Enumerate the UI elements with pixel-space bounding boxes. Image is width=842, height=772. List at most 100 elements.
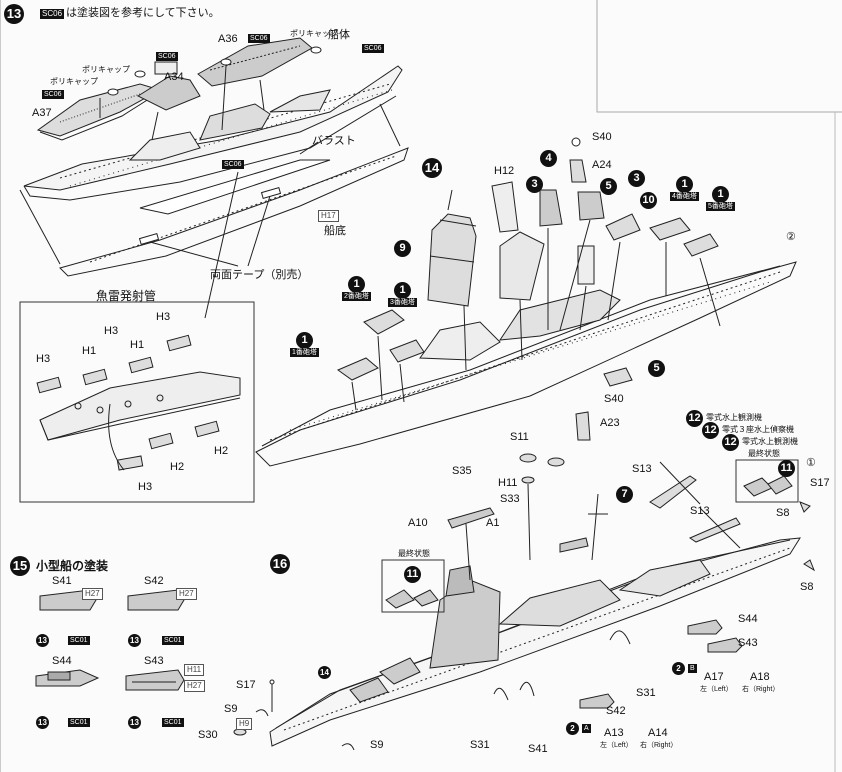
turret-5-tag: 5番砲塔 <box>706 202 735 211</box>
label-a34: A34 <box>164 71 184 83</box>
label-a17: A17 <box>704 671 724 683</box>
label-s8-bottom: S8 <box>800 581 814 593</box>
label-a36: A36 <box>218 33 238 45</box>
step-15-number: 15 <box>10 556 30 576</box>
label-s40-top: S40 <box>592 131 612 143</box>
boat-s41-part: H27 <box>82 588 103 600</box>
sub-1-t2: 1 <box>348 276 365 293</box>
label-s43: S43 <box>738 637 758 649</box>
sc06-tag-a37: SC06 <box>42 90 64 99</box>
sc06-tag-a36: SC06 <box>248 34 270 43</box>
torpedo-panel-frame <box>19 301 255 503</box>
plane-2-name: 零式３座水上偵察機 <box>722 425 794 434</box>
label-s9-left: S9 <box>224 703 238 715</box>
label-h3-left: H3 <box>36 353 51 365</box>
h17-color-box: H17 <box>318 210 339 222</box>
label-s40-bottom: S40 <box>604 393 624 405</box>
label-hull: 船体 <box>328 29 350 41</box>
turret-2-tag: 2番砲塔 <box>342 292 371 301</box>
label-tape: 両面テープ（別売） <box>210 269 309 281</box>
plane-1-name: 零式水上観測機 <box>706 413 762 422</box>
boat-s43-part2: H27 <box>184 680 205 692</box>
final-state-label-left: 最終状態 <box>398 549 430 558</box>
sub-1-t1: 1 <box>296 332 313 349</box>
sc06-tag-a34: SC06 <box>156 52 178 61</box>
label-h12: H12 <box>494 165 515 177</box>
sc06-tag-ballast: SC06 <box>222 160 244 169</box>
mark-a: A <box>582 724 591 733</box>
label-left-a13: 左（Left） <box>600 742 633 749</box>
sub-10: 10 <box>640 192 657 209</box>
sub-12-b: 12 <box>702 422 719 439</box>
label-s42: S42 <box>606 705 626 717</box>
label-h3-top: H3 <box>156 311 171 323</box>
boat-s41-name: S41 <box>52 575 72 587</box>
boat-s42-part: H27 <box>176 588 197 600</box>
turret-4-tag: 4番砲塔 <box>670 192 699 201</box>
step14-drawing <box>255 137 797 467</box>
label-right-a18: 右（Right） <box>742 686 780 693</box>
step13-drawing <box>19 37 409 319</box>
sub-12-c: 12 <box>722 434 739 451</box>
boat-s43-mark: 13 <box>128 716 141 729</box>
label-h3-bottom: H3 <box>138 481 153 493</box>
label-s30: S30 <box>198 729 218 741</box>
torpedo-title: 魚雷発射管 <box>96 289 157 303</box>
label-s13-b: S13 <box>690 505 710 517</box>
boat-s43-part: H11 <box>184 664 205 676</box>
label-s8-top: S8 <box>776 507 790 519</box>
boat-s43-name: S43 <box>144 655 164 667</box>
turret-3-tag: 3番砲塔 <box>388 298 417 307</box>
step15-drawing <box>35 589 185 691</box>
sub-4: 4 <box>540 150 557 167</box>
sc06-tag-hull: SC06 <box>362 44 384 53</box>
sub-3-b: 3 <box>628 170 645 187</box>
turret-1-tag: 1番砲塔 <box>290 348 319 357</box>
label-s13-a: S13 <box>632 463 652 475</box>
sub-9: 9 <box>394 240 411 257</box>
sub-1-t3: 1 <box>394 282 411 299</box>
label-s9-bottom: S9 <box>370 739 384 751</box>
step15-title: 小型船の塗装 <box>36 559 109 573</box>
label-s11: S11 <box>510 431 529 443</box>
sub-2-a: 2 <box>566 722 579 735</box>
sub-14: 14 <box>318 666 331 679</box>
sub-5-bottom: 5 <box>648 360 665 377</box>
label-h11: H11 <box>498 477 518 489</box>
sub-7: 7 <box>616 486 633 503</box>
boat-s42-name: S42 <box>144 575 164 587</box>
step-13-number: 13 <box>4 4 24 24</box>
label-a1: A1 <box>486 517 500 529</box>
label-polycap-2: ポリキャップ <box>82 65 130 74</box>
h9-color-box: H9 <box>236 718 253 730</box>
label-ballast: バラスト <box>312 135 356 147</box>
label-s17-right: S17 <box>810 477 830 489</box>
torpedo-drawing <box>36 334 241 471</box>
label-h2-right: H2 <box>214 445 229 457</box>
boat-s41-mark: 13 <box>36 634 49 647</box>
label-h3-mid: H3 <box>104 325 119 337</box>
plane-3-name: 零式水上観測機 <box>742 437 798 446</box>
label-s31-right: S31 <box>636 687 656 699</box>
boat-s43-code: SC01 <box>162 718 184 727</box>
label-h1-left: H1 <box>82 345 97 357</box>
sub-3-a: 3 <box>526 176 543 193</box>
label-a10: A10 <box>408 517 428 529</box>
label-a14: A14 <box>648 727 668 739</box>
sub-1-t4: 1 <box>676 176 693 193</box>
sc06-code: SC06 <box>40 9 65 19</box>
sub-2-b: 2 <box>672 662 685 675</box>
star-1-mark: ① <box>806 457 816 469</box>
label-s35: S35 <box>452 465 472 477</box>
sub-5-top: 5 <box>600 178 617 195</box>
label-a18: A18 <box>750 671 770 683</box>
sub-11-left: 11 <box>404 566 421 583</box>
step16-drawing <box>233 453 816 751</box>
label-s31-left: S31 <box>470 739 490 751</box>
step-16-number: 16 <box>270 554 290 574</box>
boat-s42-code: SC01 <box>162 636 184 645</box>
label-s41: S41 <box>528 743 548 755</box>
label-left-a17: 左（Left） <box>700 686 733 693</box>
label-right-a14: 右（Right） <box>640 742 678 749</box>
